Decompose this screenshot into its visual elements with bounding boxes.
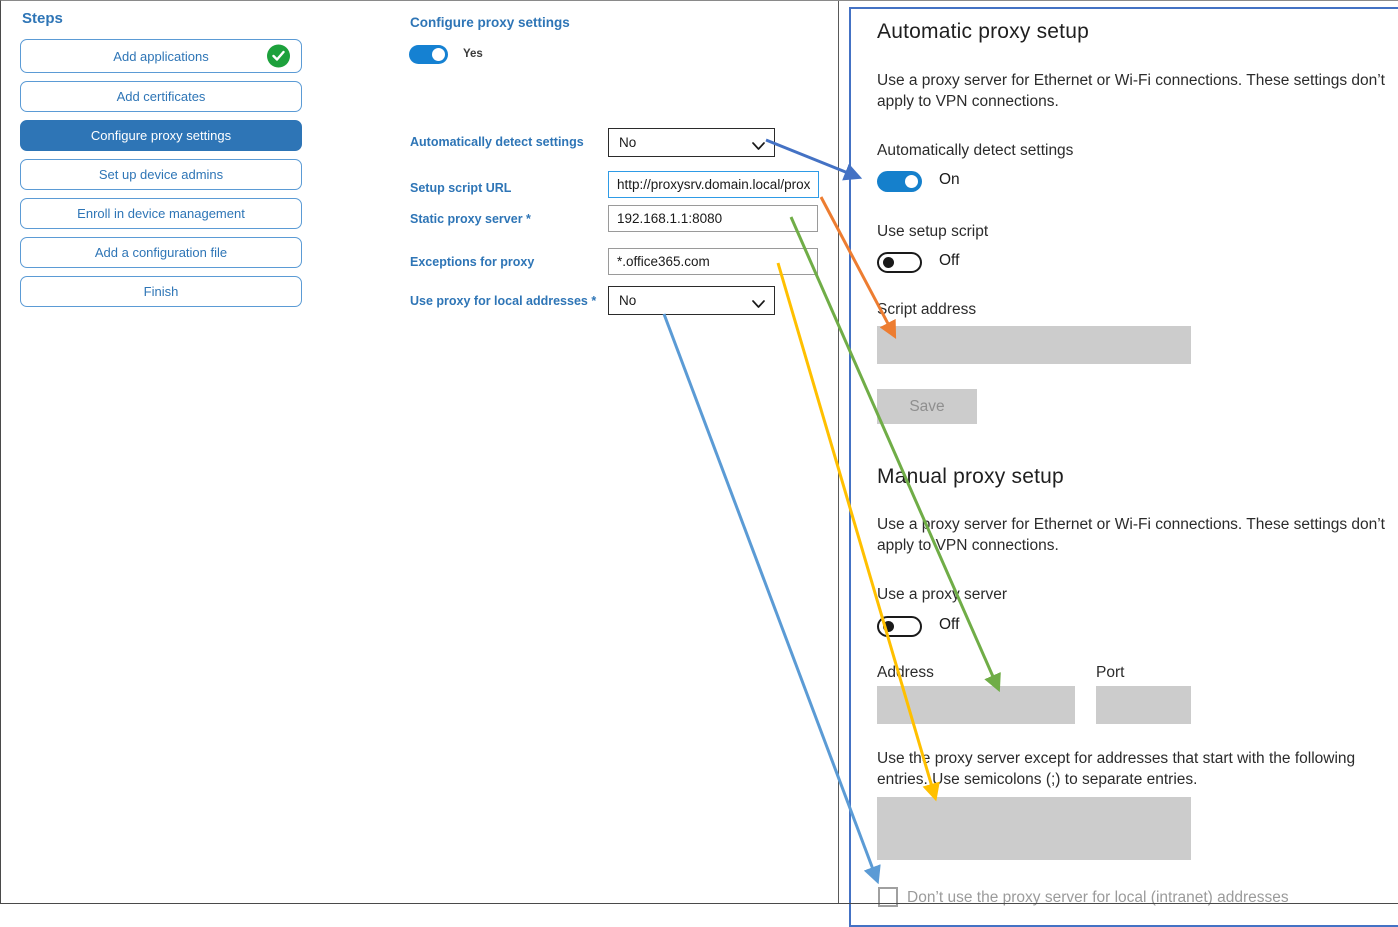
local-addresses-checkbox[interactable]	[878, 887, 898, 907]
save-button[interactable]: Save	[877, 389, 977, 424]
automatically-detect-settings-select[interactable]: No	[608, 128, 775, 157]
sidebar-item-label: Finish	[143, 284, 179, 299]
configure-proxy-toggle[interactable]	[409, 45, 448, 64]
steps-sidebar: Steps Add applications Add certificates …	[20, 10, 302, 315]
arrow-use-proxy-for-local-addresses	[662, 313, 881, 885]
select-value: No	[619, 293, 637, 308]
use-proxy-server-toggle[interactable]	[877, 616, 922, 637]
toggle-knob	[883, 621, 894, 632]
sidebar-item-add-applications[interactable]: Add applications	[20, 39, 302, 73]
chevron-down-icon	[752, 297, 765, 312]
setup-script-url-input[interactable]	[608, 171, 819, 198]
use-proxy-server-label: Use a proxy server	[877, 586, 1008, 603]
use-setup-script-state: Off	[939, 252, 960, 269]
field-label-static-proxy-server: Static proxy server *	[410, 212, 531, 226]
page-title: Configure proxy settings	[410, 15, 570, 30]
field-label-setup-script-url: Setup script URL	[410, 181, 512, 195]
port-label: Port	[1096, 664, 1125, 681]
manual-proxy-description: Use a proxy server for Ethernet or Wi-Fi…	[877, 516, 1385, 554]
configure-proxy-toggle-state: Yes	[463, 48, 483, 60]
sidebar-item-set-up-device-admins[interactable]: Set up device admins	[20, 159, 302, 190]
sidebar-item-label: Enroll in device management	[77, 206, 245, 221]
proxy-exceptions-textarea[interactable]	[877, 797, 1191, 860]
check-icon	[267, 44, 290, 68]
field-label-exceptions-for-proxy: Exceptions for proxy	[410, 255, 535, 269]
select-value: No	[619, 135, 637, 150]
detect-settings-toggle[interactable]	[877, 171, 922, 192]
sidebar-item-label: Add applications	[113, 48, 209, 64]
script-address-label: Script address	[877, 301, 977, 318]
toggle-knob	[905, 175, 918, 188]
static-proxy-server-input[interactable]	[608, 205, 818, 232]
toggle-knob	[883, 257, 894, 268]
sidebar-item-finish[interactable]: Finish	[20, 276, 302, 307]
section-title-manual-proxy-setup: Manual proxy setup	[877, 465, 1064, 488]
automatic-proxy-description: Use a proxy server for Ethernet or Wi-Fi…	[877, 72, 1385, 110]
toggle-knob	[432, 48, 445, 61]
proxy-port-input[interactable]	[1096, 686, 1191, 724]
sidebar-item-add-a-configuration-file[interactable]: Add a configuration file	[20, 237, 302, 268]
sidebar-item-configure-proxy-settings[interactable]: Configure proxy settings	[20, 120, 302, 151]
sidebar-item-label: Set up device admins	[98, 167, 224, 182]
detect-settings-label: Automatically detect settings	[877, 142, 1074, 159]
script-address-input[interactable]	[877, 326, 1191, 364]
field-label-automatically-detect-settings: Automatically detect settings	[410, 135, 584, 149]
sidebar-item-enroll-in-device-management[interactable]: Enroll in device management	[20, 198, 302, 229]
use-proxy-server-state: Off	[939, 616, 960, 633]
use-setup-script-toggle[interactable]	[877, 252, 922, 273]
proxy-exceptions-description: Use the proxy server except for addresse…	[877, 750, 1356, 788]
sidebar-item-label: Add certificates	[116, 89, 206, 104]
sidebar-item-label: Add a configuration file	[94, 245, 228, 260]
vertical-divider	[838, 0, 839, 904]
proxy-address-input[interactable]	[877, 686, 1075, 724]
use-proxy-for-local-addresses-select[interactable]: No	[608, 286, 775, 315]
sidebar-item-label: Configure proxy settings	[90, 128, 232, 143]
exceptions-for-proxy-input[interactable]	[608, 248, 818, 275]
field-label-use-proxy-for-local-addresses: Use proxy for local addresses *	[410, 294, 597, 308]
chevron-down-icon	[752, 139, 765, 154]
sidebar-item-add-certificates[interactable]: Add certificates	[20, 81, 302, 112]
use-setup-script-label: Use setup script	[877, 223, 989, 240]
detect-settings-state: On	[939, 171, 960, 188]
local-addresses-checkbox-label: Don’t use the proxy server for local (in…	[907, 889, 1289, 906]
section-title-automatic-proxy-setup: Automatic proxy setup	[877, 20, 1089, 43]
sidebar-title: Steps	[22, 10, 63, 27]
windows-proxy-settings-panel: Automatic proxy setup Use a proxy server…	[849, 7, 1398, 927]
address-label: Address	[877, 664, 934, 681]
